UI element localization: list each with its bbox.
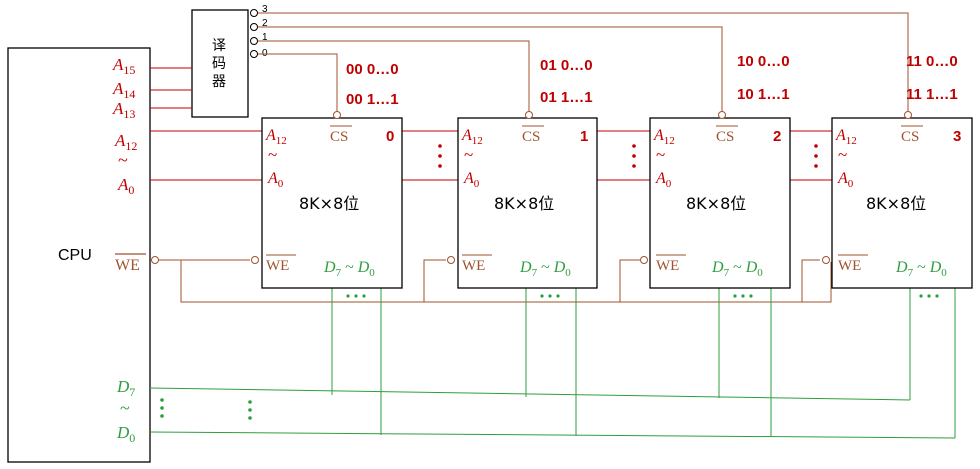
chip-1-data-label: D7~D0 bbox=[519, 259, 571, 279]
cpu-a13-label: A13 bbox=[112, 99, 135, 121]
chip-2-capacity: 8K×8位 bbox=[686, 194, 746, 213]
chip-3-a0-label: A0 bbox=[837, 170, 854, 190]
decoder-bubble-0 bbox=[250, 50, 258, 58]
chip-2-a12-label: A12 bbox=[653, 127, 675, 147]
chip-2-a0-label: A0 bbox=[655, 170, 672, 190]
cpu-addr-tilde: ~ bbox=[118, 150, 128, 170]
chip-0-a12-label: A12 bbox=[265, 127, 287, 147]
we-bus-wires bbox=[158, 259, 832, 303]
decoder-select-wires bbox=[258, 12, 909, 112]
memory-chip-0: A12 ~ A0 CS 0 8K×8位 WE D7~D0 00 0…0 00 1… bbox=[251, 61, 403, 289]
decoder-out-1: 1 bbox=[262, 32, 268, 43]
chip-1-addr-tilde: ~ bbox=[464, 145, 473, 164]
chip-1-a0-label: A0 bbox=[463, 170, 480, 190]
chip-2-range-end: 10 1…1 bbox=[737, 86, 790, 103]
high-address-wires bbox=[150, 67, 192, 109]
cpu-block: CPU A15 A14 A13 A12 ~ A0 WE D7 ~ D0 bbox=[7, 47, 151, 463]
chip-3-we-label: WE bbox=[838, 258, 861, 274]
chip-1-a12-label: A12 bbox=[461, 127, 483, 147]
chip-2-id: 2 bbox=[773, 128, 781, 145]
chip-2-range-start: 10 0…0 bbox=[737, 53, 790, 70]
decoder-box bbox=[191, 9, 249, 118]
decoder-label-2: 码 bbox=[212, 56, 226, 72]
decoder-label-3: 器 bbox=[212, 74, 226, 90]
cpu-we-label: WE bbox=[115, 257, 140, 274]
decoder-block: 译 码 器 3 2 1 0 bbox=[191, 4, 268, 118]
chip-1-capacity: 8K×8位 bbox=[494, 194, 554, 213]
chip-3-addr-tilde: ~ bbox=[838, 145, 847, 164]
chip-2-addr-tilde: ~ bbox=[656, 145, 665, 164]
data-bus-wires bbox=[149, 288, 956, 439]
bus-ellipsis-marks bbox=[160, 144, 939, 420]
address-bus-wires bbox=[150, 130, 832, 181]
chip-2-data-label: D7~D0 bbox=[711, 259, 763, 279]
cpu-a0-label: A0 bbox=[117, 175, 134, 197]
decoder-label-1: 译 bbox=[212, 38, 226, 54]
chip-2-we-bubble bbox=[640, 256, 648, 264]
cpu-box bbox=[7, 47, 151, 463]
chip-2-cs-bubble bbox=[718, 111, 726, 119]
decoder-bubble-3 bbox=[250, 9, 258, 17]
decoder-out-3: 3 bbox=[262, 4, 268, 15]
chip-0-cs-bubble bbox=[333, 111, 341, 119]
chip-3-cs-label: CS bbox=[901, 129, 919, 145]
cpu-data-tilde: ~ bbox=[120, 398, 130, 418]
chip-0-cs-label: CS bbox=[330, 129, 348, 145]
chip-1-we-label: WE bbox=[462, 258, 485, 274]
cpu-we-bubble bbox=[151, 256, 159, 264]
chip-0-a0-label: A0 bbox=[267, 170, 284, 190]
chip-1-we-bubble bbox=[447, 256, 455, 264]
select-line-0 bbox=[258, 53, 338, 112]
cpu-a14-label: A14 bbox=[112, 79, 135, 101]
chip-1-range-end: 01 1…1 bbox=[540, 89, 593, 106]
chip-0-data-label: D7~D0 bbox=[323, 259, 375, 279]
chip-0-capacity: 8K×8位 bbox=[299, 194, 359, 213]
chip-1-range-start: 01 0…0 bbox=[540, 57, 593, 74]
decoder-bubble-1 bbox=[250, 37, 258, 45]
cpu-d7-label: D7 bbox=[116, 377, 135, 399]
chip-3-cs-bubble bbox=[904, 111, 912, 119]
cpu-a12-label: A12 bbox=[114, 131, 137, 153]
chip-3-box bbox=[831, 117, 973, 289]
chip-0-we-bubble bbox=[251, 256, 259, 264]
cpu-d0-label: D0 bbox=[116, 423, 135, 445]
cpu-label: CPU bbox=[58, 247, 92, 264]
chip-3-we-bubble bbox=[822, 256, 830, 264]
memory-chip-1: A12 ~ A0 CS 1 8K×8位 WE D7~D0 01 0…0 01 1… bbox=[447, 57, 598, 289]
chip-0-id: 0 bbox=[386, 128, 394, 145]
select-line-1 bbox=[258, 40, 530, 112]
chip-3-data-label: D7~D0 bbox=[895, 259, 947, 279]
chip-2-cs-label: CS bbox=[716, 129, 734, 145]
select-line-3 bbox=[258, 12, 909, 112]
chip-2-we-label: WE bbox=[656, 258, 679, 274]
chip-3-id: 3 bbox=[953, 128, 961, 145]
cpu-a15-label: A15 bbox=[112, 55, 135, 77]
chip-0-addr-tilde: ~ bbox=[268, 145, 277, 164]
chip-1-cs-label: CS bbox=[522, 129, 540, 145]
chip-3-range-end: 11 1…1 bbox=[906, 86, 958, 103]
memory-chip-2: A12 ~ A0 CS 2 8K×8位 WE D7~D0 10 0…0 10 1… bbox=[640, 53, 791, 289]
select-line-2 bbox=[258, 26, 723, 112]
chip-3-range-start: 11 0…0 bbox=[906, 53, 958, 70]
chip-1-id: 1 bbox=[580, 128, 588, 145]
memory-chip-3: A12 ~ A0 CS 3 8K×8位 WE D7~D0 11 0…0 11 1… bbox=[822, 53, 973, 289]
chip-3-a12-label: A12 bbox=[835, 127, 857, 147]
chip-2-box bbox=[649, 117, 791, 289]
chip-0-range-end: 00 1…1 bbox=[346, 91, 399, 108]
chip-1-box bbox=[457, 117, 598, 289]
chip-0-box bbox=[261, 117, 403, 289]
decoder-out-2: 2 bbox=[262, 18, 268, 29]
decoder-bubble-2 bbox=[250, 23, 258, 31]
chip-1-cs-bubble bbox=[525, 111, 533, 119]
chip-0-range-start: 00 0…0 bbox=[346, 61, 399, 78]
chip-0-we-label: WE bbox=[266, 258, 289, 274]
chip-3-capacity: 8K×8位 bbox=[866, 194, 926, 213]
